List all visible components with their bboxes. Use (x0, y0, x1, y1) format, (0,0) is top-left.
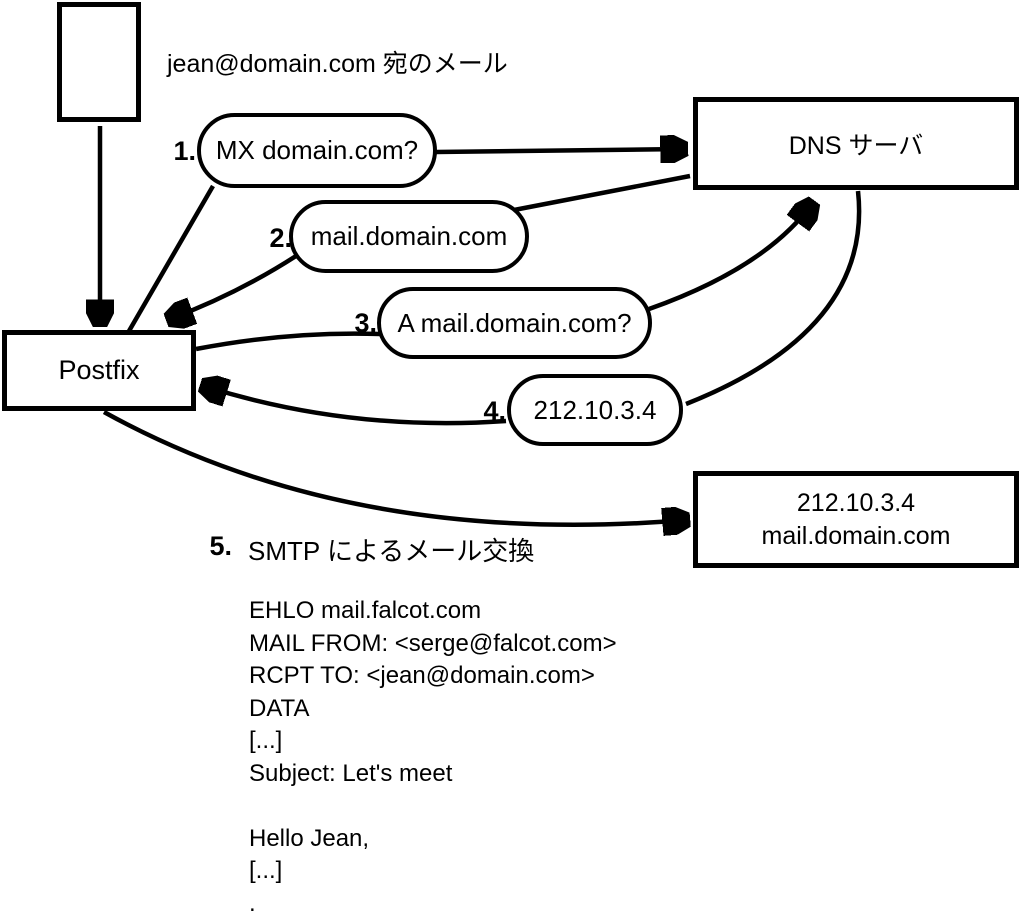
step-5-smtp-label: SMTP によるメール交換 (248, 536, 535, 566)
step-4-number: 4. (483, 396, 506, 426)
step-4-a-answer-pill: 212.10.3.4 (507, 374, 683, 446)
step-3-a-query-label: A mail.domain.com? (397, 307, 632, 338)
arrow-dns-to-a-answer (685, 190, 862, 407)
arrow-postfix-to-a-query (195, 331, 381, 352)
arrow-a-query-to-dns (648, 204, 812, 312)
arrow-dns-to-mx-answer (513, 173, 691, 213)
step-1-mx-query-pill: MX domain.com? (197, 113, 437, 188)
arrow-mx-query-to-dns (435, 149, 684, 152)
step-2-mx-answer-pill: mail.domain.com (289, 200, 529, 273)
step-1-mx-query-label: MX domain.com? (215, 135, 419, 165)
step-4-a-answer-label: 212.10.3.4 (533, 394, 657, 425)
arrow-postfix-to-mx-query (127, 184, 215, 333)
mail-title-label: jean@domain.com 宛のメール (167, 50, 508, 78)
mail-message-node (57, 2, 141, 122)
step-3-a-query-pill: A mail.domain.com? (377, 287, 652, 359)
mail-server-ip-label: 212.10.3.4 (796, 488, 916, 517)
arrow-mx-answer-to-postfix (170, 254, 298, 319)
arrow-a-answer-to-postfix (204, 386, 507, 426)
dns-server-label: DNS サーバ (788, 131, 924, 160)
step-5-number: 5. (209, 531, 232, 561)
postfix-node-label: Postfix (58, 355, 140, 385)
mail-server-node: 212.10.3.4 mail.domain.com (693, 471, 1019, 568)
step-2-number: 2. (269, 223, 292, 253)
step-2-mx-answer-label: mail.domain.com (310, 221, 508, 251)
arrow-postfix-to-mailserver (102, 410, 686, 525)
dns-server-node: DNS サーバ (693, 97, 1019, 190)
smtp-session-transcript: EHLO mail.falcot.com MAIL FROM: <serge@f… (249, 597, 617, 917)
step-1-number: 1. (173, 136, 196, 166)
mail-server-host-label: mail.domain.com (761, 521, 951, 550)
step-3-number: 3. (354, 308, 377, 338)
postfix-node: Postfix (2, 330, 196, 411)
